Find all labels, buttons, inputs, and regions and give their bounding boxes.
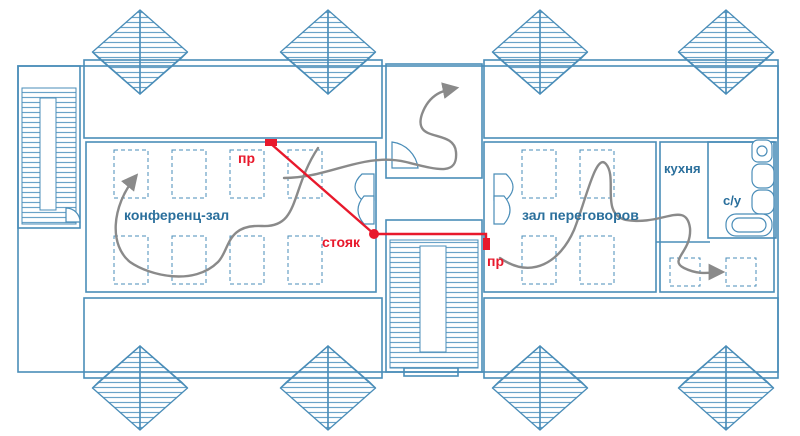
table-placeholder [579, 235, 615, 285]
table-placeholder [521, 149, 557, 199]
staircases [21, 87, 479, 369]
table-placeholder [287, 149, 323, 199]
outlet-right-label: пр [487, 253, 504, 269]
roof-pyramid [91, 345, 189, 431]
ventilation-arrows [114, 82, 726, 281]
roof-pyramid [491, 345, 589, 431]
table-placeholder [579, 149, 615, 199]
table-placeholder [521, 235, 557, 285]
roof-pyramid [279, 345, 377, 431]
wc-label: с/у [723, 193, 742, 208]
roof-pyramid [491, 9, 589, 95]
roof-pyramid [279, 9, 377, 95]
outlet-left-label: пр [238, 150, 255, 166]
table-placeholder [229, 235, 265, 285]
roof-pyramid [91, 9, 189, 95]
window-units [65, 141, 514, 225]
roof-pyramid [677, 9, 775, 95]
conference-hall-label: конференц-зал [124, 207, 229, 223]
table-placeholder [725, 257, 757, 287]
table-placeholder [287, 235, 323, 285]
table-placeholders [113, 149, 757, 287]
roof-pyramid [677, 345, 775, 431]
table-placeholder [171, 235, 207, 285]
airflow-arrow-left [114, 146, 320, 278]
riser-label: стояк [322, 234, 361, 250]
airflow-arrow-top [282, 82, 460, 180]
piping-route [265, 139, 490, 250]
table-placeholder [113, 149, 149, 199]
table-placeholder [171, 149, 207, 199]
kitchen-label: кухня [664, 161, 701, 176]
building-walls [17, 59, 779, 379]
table-placeholder [229, 149, 265, 199]
roof-pyramids [91, 9, 775, 431]
table-placeholder [113, 235, 149, 285]
sanitary-fixtures [725, 139, 775, 237]
airflow-arrow-right [498, 160, 726, 281]
meeting-hall-label: зал переговоров [522, 207, 639, 223]
